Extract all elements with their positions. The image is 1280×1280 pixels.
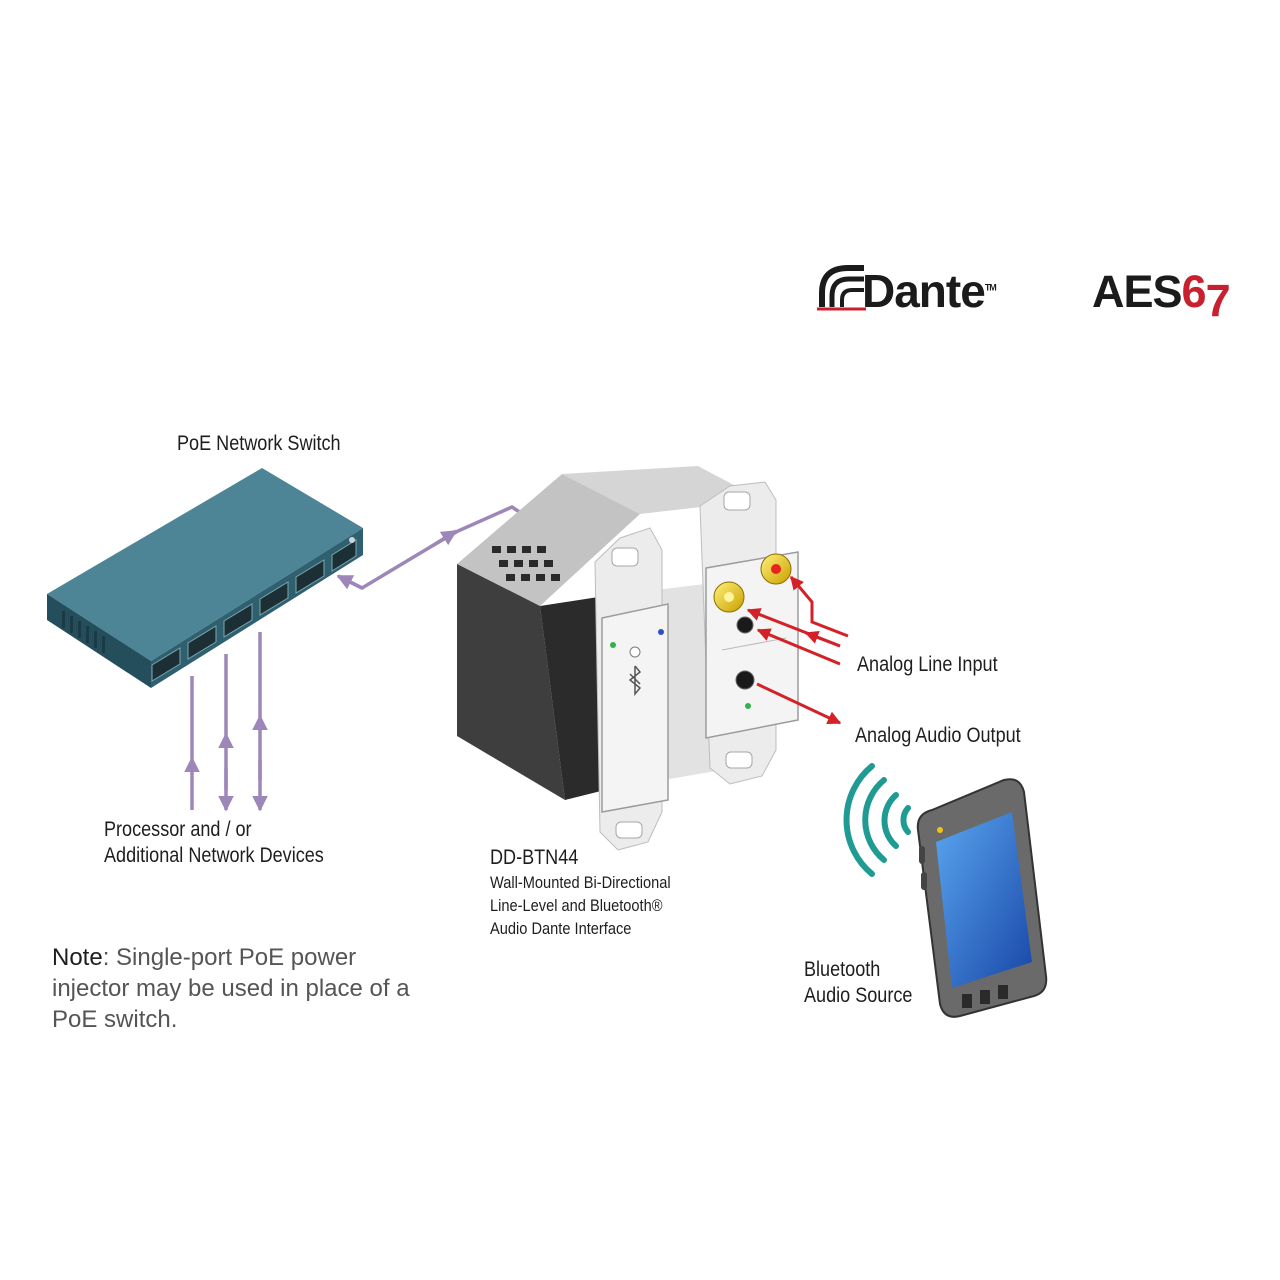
bluetooth-led-icon <box>658 629 664 635</box>
phone-camera-icon <box>937 827 943 833</box>
analog-input-arrows <box>746 575 849 666</box>
aes67-logo: AES67 <box>1092 266 1231 326</box>
smartphone-bluetooth-source <box>916 778 1048 1018</box>
dante-logo-icon <box>817 265 866 311</box>
phone-screen <box>936 812 1032 988</box>
audio-output-jack-icon <box>735 670 755 690</box>
wireless-waves-icon <box>843 763 911 877</box>
note-line3: PoE switch. <box>52 1006 178 1033</box>
status-led-icon <box>610 642 616 648</box>
poe-network-switch <box>47 468 363 688</box>
analog-output-arrow <box>756 682 842 725</box>
dante-logo: DanteTM <box>862 265 997 317</box>
vent-holes <box>492 546 560 581</box>
pair-button-icon <box>629 646 641 658</box>
mount-slot-icon <box>611 547 639 567</box>
bt-source-label-line1: Bluetooth <box>804 958 881 981</box>
dd-btn44-device <box>457 466 799 851</box>
device-model-label: DD-BTN44 <box>490 846 579 869</box>
analog-output-label: Analog Audio Output <box>855 724 1021 747</box>
note-line1: Note: Single-port PoE power <box>52 944 357 971</box>
switch-power-led-icon <box>349 537 355 543</box>
note-line2: injector may be used in place of a <box>52 975 410 1002</box>
line-input-jack-icon <box>736 616 754 634</box>
analog-input-label: Analog Line Input <box>857 653 998 676</box>
device-desc-line2: Line-Level and Bluetooth® <box>490 896 663 915</box>
bluetooth-icon <box>628 665 642 697</box>
device-desc-line3: Audio Dante Interface <box>490 919 632 938</box>
processor-label-line1: Processor and / or <box>104 818 252 841</box>
switch-label: PoE Network Switch <box>177 432 341 455</box>
processor-label-line2: Additional Network Devices <box>104 844 324 867</box>
switch-ports <box>151 539 357 682</box>
network-arrows <box>184 632 268 812</box>
bt-source-label-line2: Audio Source <box>804 984 913 1007</box>
device-desc-line1: Wall-Mounted Bi-Directional <box>490 873 671 892</box>
